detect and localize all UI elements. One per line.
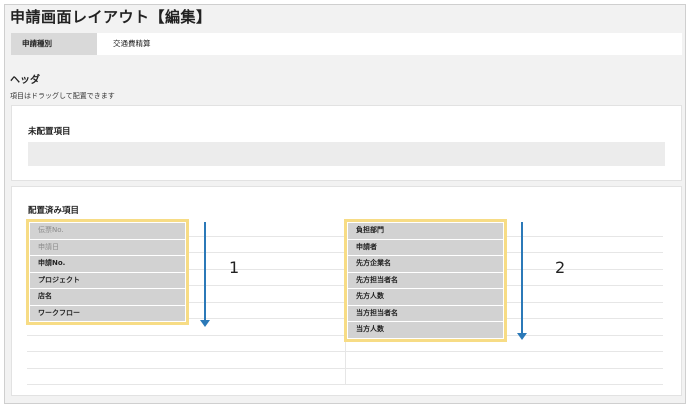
- grid-row: [27, 319, 345, 336]
- grid-row: [346, 352, 663, 369]
- grid-row: [346, 336, 663, 352]
- grid-row: [27, 336, 345, 352]
- placed-item-project[interactable]: プロジェクト: [30, 272, 185, 288]
- unplaced-items-panel: 未配置項目: [11, 105, 682, 181]
- placed-item-cost-department[interactable]: 負担部門: [348, 223, 503, 239]
- header-section-description: 項目はドラッグして配置できます: [10, 92, 115, 100]
- unplaced-drop-zone[interactable]: [28, 142, 665, 166]
- application-type-row: 申請種別 交通費精算: [11, 33, 682, 55]
- grid-row: [27, 369, 345, 385]
- placed-items-heading: 配置済み項目: [28, 206, 80, 216]
- column-2-items-highlight: 負担部門 申請者 先方企業名 先方担当者名 先方人数 当方担当者名 当方人数: [344, 219, 507, 342]
- column-1-items-highlight: 伝票No. 申請日 申請No. プロジェクト 店名 ワークフロー: [26, 219, 189, 325]
- application-type-value: 交通費精算: [113, 39, 151, 48]
- header-section-title: ヘッダ: [10, 75, 40, 86]
- grid-row: [346, 369, 663, 385]
- column-1-down-arrow-icon: [200, 222, 210, 327]
- column-1-number: 1: [229, 258, 240, 277]
- placed-item-client-headcount[interactable]: 先方人数: [348, 289, 503, 305]
- unplaced-items-heading: 未配置項目: [28, 127, 71, 137]
- placed-item-client-contact[interactable]: 先方担当者名: [348, 272, 503, 288]
- page-title: 申請画面レイアウト【編集】: [10, 8, 212, 26]
- grid-row: [27, 352, 345, 369]
- placed-item-application-date[interactable]: 申請日: [30, 239, 185, 255]
- placed-item-application-no[interactable]: 申請No.: [30, 256, 185, 272]
- placed-item-our-contact[interactable]: 当方担当者名: [348, 305, 503, 321]
- placed-item-our-headcount[interactable]: 当方人数: [348, 322, 503, 338]
- placed-item-applicant[interactable]: 申請者: [348, 239, 503, 255]
- placed-item-workflow[interactable]: ワークフロー: [30, 305, 185, 321]
- placed-item-store-name[interactable]: 店名: [30, 289, 185, 305]
- placed-item-slip-no[interactable]: 伝票No.: [30, 223, 185, 239]
- placed-item-client-company[interactable]: 先方企業名: [348, 256, 503, 272]
- application-type-label: 申請種別: [11, 33, 97, 55]
- column-2-down-arrow-icon: [517, 222, 527, 340]
- column-2-number: 2: [555, 258, 566, 277]
